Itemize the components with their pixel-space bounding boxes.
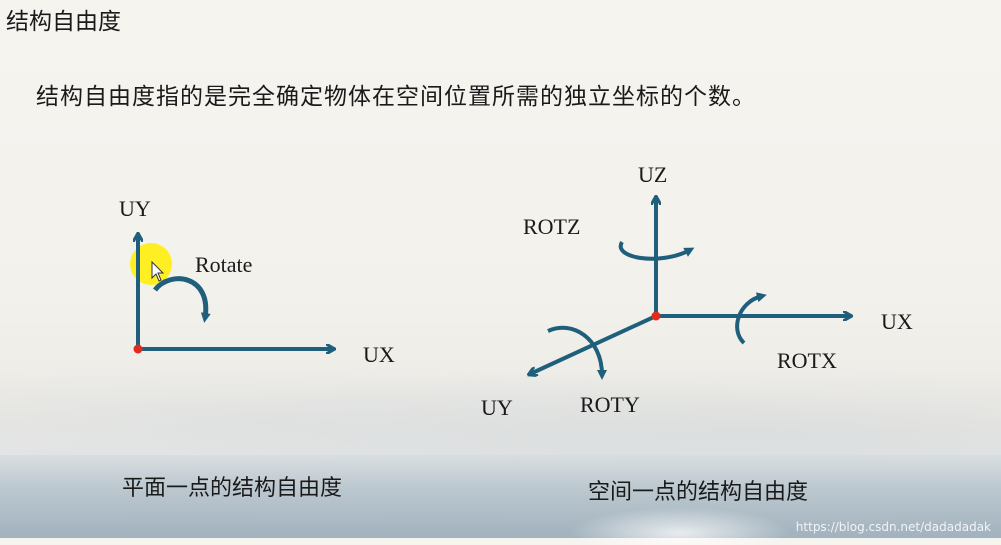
spatial-caption: 空间一点的结构自由度: [588, 480, 809, 505]
spatial-uz-label: UZ: [638, 162, 668, 187]
spatial-rotx-label: ROTX: [777, 348, 837, 373]
spatial-ux-label: UX: [881, 309, 913, 334]
planar-ux-label: UX: [363, 342, 395, 367]
planar-rotate-arrow: [153, 276, 211, 323]
slide-description: 结构自由度指的是完全确定物体在空间位置所需的独立坐标的个数。: [36, 84, 756, 110]
spatial-origin-dot: [651, 311, 661, 321]
spatial-rotz-label: ROTZ: [523, 214, 581, 239]
spatial-roty-arrow: [547, 325, 607, 380]
spatial-rotz-arrow: [618, 240, 695, 261]
planar-caption: 平面一点的结构自由度: [122, 476, 343, 501]
slide-title: 结构自由度: [6, 9, 121, 35]
planar-uy-label: UY: [119, 196, 151, 221]
watermark: https://blog.csdn.net/dadadadak: [795, 520, 991, 534]
background-mist: [0, 355, 1001, 465]
spatial-roty-label: ROTY: [580, 392, 640, 417]
spatial-diagram: [530, 198, 850, 380]
planar-rotate-label: Rotate: [195, 252, 253, 277]
spatial-rotx-arrow: [735, 292, 767, 345]
spatial-uy-label: UY: [481, 395, 513, 420]
planar-origin-dot: [133, 344, 143, 354]
background-sea: [0, 455, 1001, 538]
mouse-cursor-icon: [151, 260, 165, 282]
planar-diagram: [134, 235, 334, 354]
